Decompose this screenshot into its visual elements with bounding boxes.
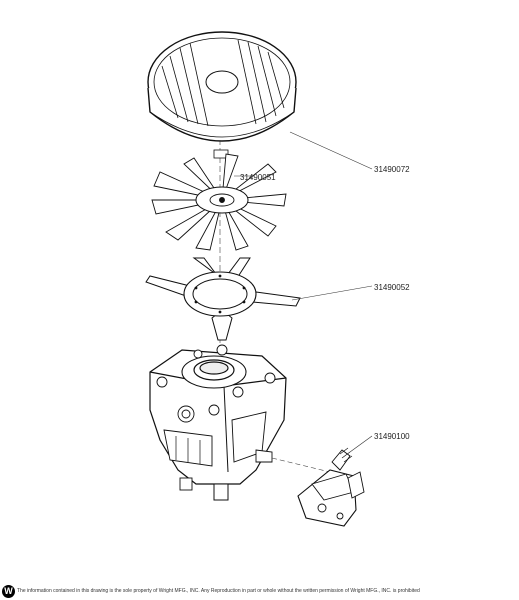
copyright-notice: The information contained in this drawin… — [17, 588, 420, 594]
part-number-fan-cover: 31490072 — [374, 165, 410, 174]
part-number-gasket: 31490052 — [374, 283, 410, 292]
footer: W The information contained in this draw… — [0, 584, 519, 600]
wright-logo-icon: W — [2, 585, 15, 598]
part-number-fan: 31490051 — [240, 173, 276, 182]
transmission-part — [149, 344, 287, 501]
fan-cover-part — [147, 31, 297, 159]
leader-lines — [234, 131, 373, 453]
control-bracket-part — [297, 447, 365, 527]
bracket-axis-line — [271, 457, 331, 473]
gasket-part — [145, 257, 301, 341]
leader-fan-cover — [289, 131, 373, 170]
fan-part — [151, 153, 287, 251]
part-number-bracket: 31490100 — [374, 432, 410, 441]
leader-bracket — [349, 435, 373, 453]
leader-gasket — [291, 285, 373, 301]
